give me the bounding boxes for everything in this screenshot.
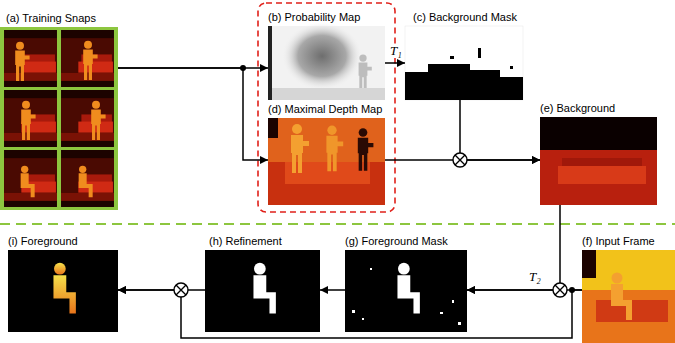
person-mask	[253, 263, 275, 314]
ghost-person	[358, 128, 374, 170]
panel-caption: (b) Probability Map	[268, 11, 360, 24]
threshold-label: T₂	[528, 270, 542, 284]
fg-mask-ground	[345, 250, 467, 332]
background-mask-image	[405, 26, 523, 100]
person-mask	[397, 263, 419, 314]
bg-ground	[540, 117, 657, 205]
depth-corner	[268, 118, 278, 138]
multiply-operator	[553, 283, 567, 297]
snap	[61, 150, 114, 207]
refine-ground	[205, 250, 320, 332]
training-snaps	[0, 27, 118, 210]
panel-caption: (i) Foreground	[8, 235, 78, 248]
noise-speck	[458, 322, 461, 325]
person	[21, 166, 35, 198]
image-panel: (b) Probability Map	[268, 26, 385, 100]
ghost-person	[326, 126, 343, 172]
snap	[61, 90, 114, 147]
mask-region	[405, 64, 523, 100]
flow-arrow	[320, 289, 345, 291]
foreground-mask-image	[345, 250, 467, 332]
snap	[61, 30, 114, 87]
background-image	[540, 117, 657, 205]
map-edge	[268, 26, 272, 100]
person	[611, 273, 632, 321]
junction-dot	[569, 287, 575, 293]
bg-couch-back	[562, 158, 642, 166]
image-panel: (d) Maximal Depth Map	[268, 118, 385, 205]
frame-corner	[582, 250, 596, 278]
noise-speck	[362, 318, 364, 320]
fg-ground	[8, 250, 118, 332]
threshold-label: T₁	[389, 44, 403, 58]
map-floor	[272, 88, 385, 100]
person	[21, 101, 35, 140]
noise-speck	[440, 312, 443, 314]
probability-map-image	[268, 22, 385, 100]
flow-arrow	[118, 68, 268, 160]
bg-couch	[558, 166, 646, 184]
multiply-operator	[453, 153, 467, 167]
noise-speck	[352, 310, 355, 313]
panel-caption: (h) Refinement	[209, 235, 282, 248]
flow-arrow	[460, 100, 540, 160]
map-blob	[282, 22, 362, 90]
mask-speck	[510, 66, 513, 69]
group-bracket	[258, 3, 395, 212]
snap	[4, 150, 57, 207]
panel-caption: (c) Background Mask	[413, 11, 517, 24]
person	[83, 41, 97, 80]
depth-ground	[268, 118, 385, 205]
flow-arrow	[467, 205, 560, 290]
noise-speck	[370, 268, 372, 270]
refinement-image	[205, 250, 320, 332]
image-panel: (h) Refinement	[205, 250, 320, 332]
image-panel: (f) Input Frame	[582, 250, 675, 343]
input-frame-image	[582, 250, 675, 343]
panel-ground	[0, 27, 118, 210]
junction-dot	[240, 65, 246, 71]
person	[79, 166, 93, 198]
foreground-image	[8, 250, 118, 332]
image-panel: (a) Training Snaps	[0, 27, 118, 210]
mask-ground	[405, 26, 523, 100]
noise-speck	[452, 300, 454, 303]
panel-caption: (a) Training Snaps	[6, 12, 96, 25]
flow-arrow	[385, 62, 405, 64]
bg-wall	[540, 150, 657, 205]
mask-speck	[450, 56, 454, 59]
panel-caption: (d) Maximal Depth Map	[268, 103, 382, 116]
person	[91, 101, 105, 140]
image-panel: (g) Foreground Mask	[345, 250, 467, 332]
divider	[0, 223, 675, 225]
person	[53, 263, 75, 314]
image-panel: (c) Background Mask	[405, 26, 523, 100]
person	[15, 42, 29, 81]
panel-caption: (g) Foreground Mask	[345, 235, 448, 248]
image-panel: (e) Background	[540, 117, 657, 205]
frame-ground	[582, 250, 675, 343]
mask-speck	[478, 48, 481, 58]
flow-arrow	[118, 290, 582, 338]
panel-caption: (f) Input Frame	[582, 235, 655, 248]
ghost-person	[359, 54, 372, 90]
image-panel: (i) Foreground	[8, 250, 118, 332]
multiply-operator	[174, 283, 188, 297]
ghost-person	[291, 124, 309, 173]
snap	[4, 90, 57, 147]
depth-map-image	[268, 118, 385, 205]
snap	[4, 30, 57, 87]
panel-caption: (e) Background	[540, 102, 615, 115]
